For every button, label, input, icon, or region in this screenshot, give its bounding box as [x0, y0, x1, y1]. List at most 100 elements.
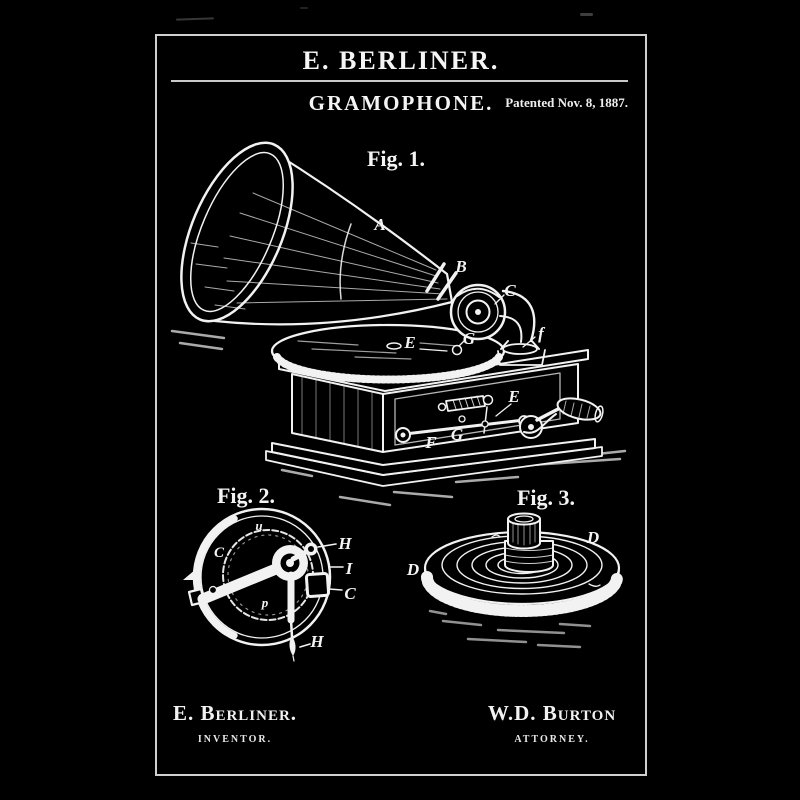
fig2-pivot-link — [290, 549, 309, 562]
governor-ball — [481, 420, 489, 428]
poster-frame-border — [155, 34, 647, 776]
fig1-ground-shadow — [170, 329, 627, 507]
inventor-signature-block: E. Berliner. INVENTOR. — [156, 701, 314, 745]
fig3-record-disc-drawing: Fig. 3. D D — [406, 485, 623, 649]
sound-box-bracket — [456, 287, 500, 298]
sound-box-ring — [457, 291, 499, 333]
turntable-disc-rim — [271, 350, 505, 380]
crank-mechanism — [395, 394, 604, 443]
fig2-label-u: u — [255, 518, 262, 533]
elbow-foot — [502, 343, 538, 355]
fig1-label-E-crank: E — [507, 387, 519, 406]
fig2-arrow-icon — [183, 569, 196, 580]
elbow-leader — [522, 336, 536, 348]
crank-pulley-hub — [528, 424, 534, 430]
fig1-label-F-rod: F — [424, 433, 437, 452]
elbow-inner-wall — [499, 315, 523, 343]
fig3-label-D-left: D — [406, 560, 419, 579]
elbow-outer-wall — [501, 289, 536, 343]
sound-box-center — [475, 309, 481, 315]
crank-grip-endcap — [594, 405, 604, 423]
worm-shaft-right — [482, 394, 494, 406]
attorney-signature-block: W.D. Burton ATTORNEY. — [473, 701, 631, 745]
fig2-bracket-square — [304, 571, 331, 598]
fig3-label-D-right: D — [586, 528, 599, 547]
spindle-base-threads — [504, 547, 554, 564]
horn-seam — [339, 223, 352, 300]
fig2-arrow-tail — [195, 567, 200, 576]
worm-shaft-left — [437, 402, 447, 412]
crank-handle-grip — [556, 397, 602, 421]
sound-box — [449, 283, 507, 341]
fig1-label-f: f — [538, 324, 546, 343]
cabinet-front-panel — [394, 372, 561, 446]
fig1-label-G-rod: G — [451, 425, 464, 444]
fig1-disc-leaders — [419, 340, 465, 352]
title-divider — [171, 80, 628, 82]
turntable-disc-shading — [297, 340, 459, 360]
fig1-label-G-disc: G — [463, 329, 476, 348]
rod-end-knob-dot — [400, 432, 406, 438]
disc-grooves — [441, 535, 603, 595]
fig2-stylus-tip — [292, 655, 295, 662]
fig1-label-E-disc: E — [403, 333, 415, 352]
fig3-ground-shadow — [428, 609, 592, 649]
fig3-caption: Fig. 3. — [517, 485, 575, 510]
drive-rod — [403, 418, 526, 436]
worm-gear-hatch — [452, 395, 481, 410]
tone-arm-elbow — [497, 289, 546, 366]
elbow-foot-base — [497, 349, 546, 366]
fig2-arm-rivet — [208, 585, 218, 595]
patent-invention-title: GRAMOPHONE. — [308, 91, 494, 115]
fig2-label-C-left: C — [214, 545, 225, 561]
crank-grip-hatch — [562, 400, 591, 419]
fig2-label-p: p — [261, 595, 269, 610]
disc-knurled-edge — [421, 571, 623, 617]
fig1-gramophone-drawing: Fig. 1. A B C f E G E G F — [170, 141, 627, 507]
horn-bell — [180, 141, 294, 323]
crank-belt-wire — [523, 413, 557, 434]
fig2-stylus-shaft — [289, 618, 294, 639]
fig2-label-H-bottom: H — [309, 632, 324, 651]
elbow-foot-flare — [500, 339, 540, 350]
spindle-top-hole — [514, 515, 534, 523]
fig2-caption: Fig. 2. — [217, 483, 275, 508]
governor-pin — [483, 406, 488, 434]
disc-bottom-rim — [424, 569, 620, 608]
distress-mark — [300, 7, 308, 9]
crank-leader — [495, 403, 512, 417]
fig1-label-B: B — [454, 257, 466, 276]
inventor-name: E. Berliner. — [172, 701, 298, 725]
patent-date: Patented Nov. 8, 1887. — [505, 95, 628, 110]
attorney-role: ATTORNEY. — [514, 734, 590, 745]
fig2-soundbox-diagram: Fig. 2. u C p H I C H — [183, 483, 356, 662]
spindle-hatch — [512, 522, 536, 546]
sound-box-diaphragm — [465, 299, 491, 325]
crank-arm — [535, 405, 564, 422]
fig2-label-I: I — [345, 559, 354, 578]
attorney-name: W.D. Burton — [487, 701, 617, 725]
fig1-label-C: C — [504, 281, 516, 300]
rod-screw — [458, 415, 466, 423]
fig1-label-A: A — [373, 215, 385, 234]
fig2-pivot-hole — [308, 546, 314, 552]
distress-mark — [580, 13, 593, 16]
fig1-caption: Fig. 1. — [367, 146, 425, 171]
horn-bell-inner-rim — [189, 151, 285, 313]
record-center-pin — [451, 344, 463, 356]
fig2-stylus-teardrop — [289, 636, 296, 656]
horn-shading — [190, 192, 448, 310]
fig2-label-C-right: C — [344, 584, 356, 603]
fig2-rim-band — [194, 515, 238, 639]
cabinet-left-face — [291, 373, 384, 453]
cabinet-panel-slats — [301, 375, 373, 451]
patent-inventor-title: E. BERLINER. — [302, 46, 500, 75]
turntable-spindle — [386, 342, 402, 350]
fig2-label-H-top: H — [337, 534, 352, 553]
sound-box-leader — [494, 294, 505, 305]
horn-neck-collars — [425, 262, 458, 301]
fig2-leader-lines — [299, 543, 344, 648]
cabinet-base-molding — [271, 438, 596, 476]
